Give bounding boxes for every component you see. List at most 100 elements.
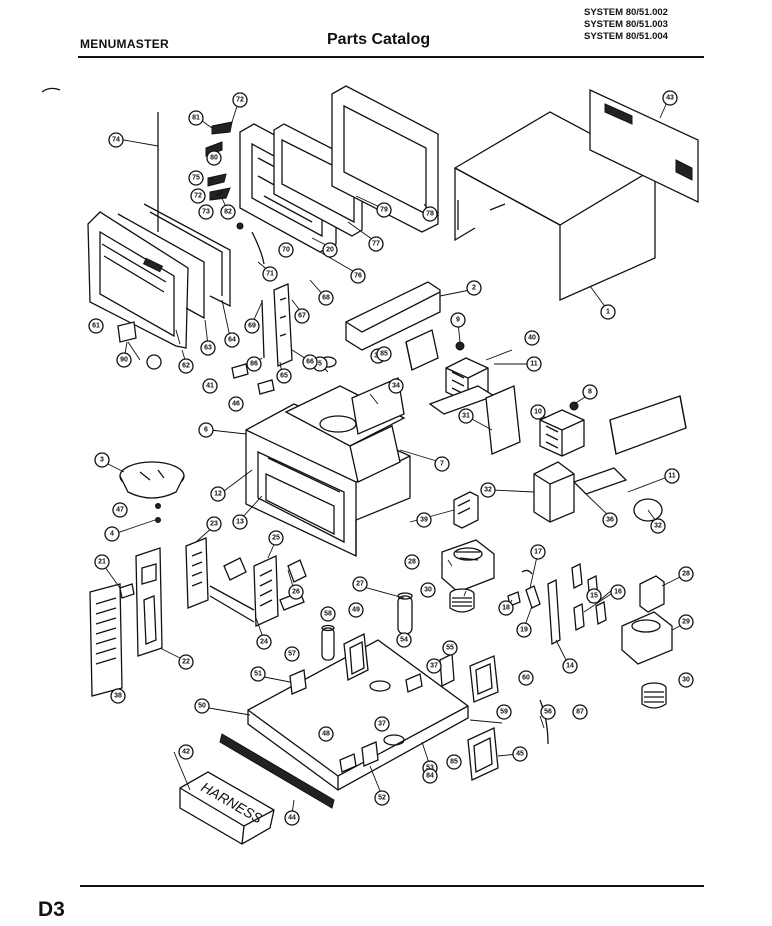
callout-25: 25 [268,530,284,546]
control-panel-bezel [135,547,163,657]
svg-text:84: 84 [426,773,434,780]
callout-85: 86 [246,356,262,372]
svg-text:34: 34 [392,383,400,390]
callout-11b: 11 [664,468,680,484]
svg-text:53: 53 [426,765,434,772]
svg-text:46: 46 [232,401,240,408]
svg-text:77: 77 [372,241,380,248]
callout-20: 20 [322,242,338,258]
svg-text:90: 90 [120,357,128,364]
svg-text:51: 51 [254,671,262,678]
svg-text:39: 39 [420,517,428,524]
svg-text:49: 49 [352,607,360,614]
svg-text:7: 7 [440,461,444,468]
callout-32: 32 [480,482,496,498]
callout-81: 81 [188,110,204,126]
callout-13: 13 [232,514,248,530]
svg-text:36: 36 [606,517,614,524]
rear-panel [589,88,699,204]
mounting-plate [572,467,628,495]
callout-60: 60 [518,670,534,686]
svg-text:18: 18 [502,605,510,612]
door-seal-frame [273,123,363,237]
callout-75: 75 [188,170,204,186]
callout-82: 82 [220,204,236,220]
svg-text:59: 59 [500,709,508,716]
callout-55: 55 [442,640,458,656]
callout-90 [146,354,162,370]
callout-67: 67 [294,308,310,324]
svg-text:32: 32 [484,487,492,494]
callout-38: 38 [110,688,126,704]
svg-text:42: 42 [182,749,190,756]
callout-45: 45 [512,746,528,762]
svg-text:71: 71 [266,271,274,278]
svg-text:15: 15 [590,593,598,600]
control-panel-overlay [89,583,123,697]
callout-86: 87 [572,704,588,720]
svg-text:25: 25 [272,535,280,542]
header-rule [78,56,704,58]
svg-text:2: 2 [472,285,476,292]
relay-switch-right [639,575,665,613]
svg-text:38: 38 [114,693,122,700]
callout-52: 52 [374,790,390,806]
callout-78: 78 [422,206,438,222]
callout-59: 59 [496,704,512,720]
blower-assembly-right [621,611,673,665]
svg-text:28: 28 [682,571,690,578]
svg-text:30: 30 [424,587,432,594]
svg-text:32: 32 [654,523,662,530]
svg-text:12: 12 [214,491,222,498]
callout-74: 74 [108,132,124,148]
callout-39: 39 [416,512,432,528]
callout-18: 18 [498,600,514,616]
callout-62: 62 [178,358,194,374]
callout-26: 26 [288,584,304,600]
switch-actuators [507,569,541,609]
callout-79: 79 [376,202,392,218]
callout-30b: 30 [678,672,694,688]
svg-text:48: 48 [322,731,330,738]
outer-cabinet [453,111,656,301]
svg-text:14: 14 [566,663,574,670]
svg-text:40: 40 [528,335,536,342]
svg-text:8: 8 [588,389,592,396]
callout-57: 57 [284,646,300,662]
transformer-main [343,633,369,681]
svg-text:79: 79 [380,207,388,214]
svg-text:73: 73 [202,209,210,216]
svg-text:63: 63 [204,345,212,352]
callout-66: 66 [302,354,318,370]
callout-54: 54 [396,632,412,648]
callout-4: 4 [104,526,120,542]
svg-text:65: 65 [280,373,288,380]
callout-48: 48 [318,726,334,742]
callout-17: 17 [530,544,546,560]
waveguide [345,281,441,351]
callout-10: 10 [530,404,546,420]
callout-34b: 34 [388,378,404,394]
control-board [253,555,279,627]
callout-32b: 32 [650,518,666,534]
callout-44: 44 [284,810,300,826]
callout-22: 22 [178,654,194,670]
svg-text:3: 3 [100,457,104,464]
callout-36: 36 [602,512,618,528]
svg-text:4: 4 [110,531,114,538]
callout-43: 43 [662,90,678,106]
callout-31: 31 [458,408,474,424]
svg-text:86: 86 [250,361,258,368]
brand-name: MENUMASTER [80,37,169,51]
callout-24: 24 [256,634,272,650]
callout-37: 37 [374,716,390,732]
svg-text:50: 50 [198,703,206,710]
svg-text:17: 17 [534,549,542,556]
svg-text:75: 75 [192,175,200,182]
callout-23: 23 [206,516,222,532]
svg-text:26: 26 [292,589,300,596]
footer-rule [80,885,704,887]
svg-text:81: 81 [192,115,200,122]
svg-text:37: 37 [430,663,438,670]
door-outer-frame [87,211,189,349]
